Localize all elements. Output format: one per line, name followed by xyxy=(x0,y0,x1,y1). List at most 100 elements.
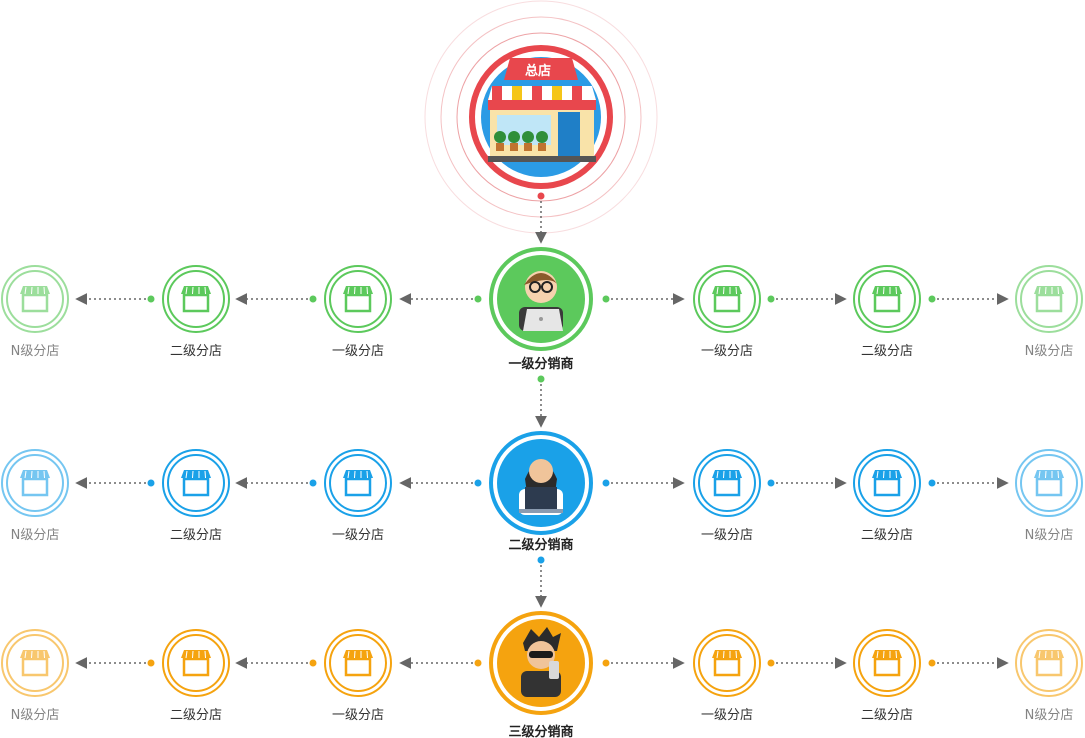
level-1-right-shop-node-3[interactable]: N级分店 xyxy=(1015,265,1083,359)
level-3-left-shop-node-3[interactable]: N级分店 xyxy=(1,629,69,723)
shop-icon xyxy=(712,286,742,313)
level-3-row: 三级分销商 一级分店 二级分店 N级分店 一级分店 二级分店 N级分店 xyxy=(1,611,1083,738)
shop-icon xyxy=(343,650,373,677)
level-2-left-shop-node-3[interactable]: N级分店 xyxy=(1,449,69,543)
storefront-icon xyxy=(488,86,596,162)
shop-label: 一级分店 xyxy=(701,344,753,359)
connector-arrow xyxy=(399,477,482,489)
hq-label: 总店 xyxy=(525,63,551,79)
shop-icon xyxy=(20,286,50,313)
connector-level-2-next xyxy=(535,556,547,608)
shop-label: 一级分店 xyxy=(332,708,384,723)
shop-icon xyxy=(343,470,373,497)
shop-icon xyxy=(1034,650,1064,677)
connector-arrow xyxy=(75,293,155,305)
connector-arrow xyxy=(75,657,155,669)
connector-arrow xyxy=(767,477,847,489)
level-3-right-shop-node-3[interactable]: N级分店 xyxy=(1015,629,1083,723)
shop-icon xyxy=(1034,470,1064,497)
connector-arrow xyxy=(928,293,1009,305)
woman-with-laptop-icon xyxy=(519,459,563,515)
shop-label: 一级分店 xyxy=(701,528,753,543)
shop-icon xyxy=(712,470,742,497)
shop-icon xyxy=(20,650,50,677)
level-2-right-branch: 一级分店 二级分店 N级分店 xyxy=(602,449,1083,543)
shop-label: N级分店 xyxy=(11,528,60,543)
connector-hq-level-1 xyxy=(535,192,547,244)
level-3-right-branch: 一级分店 二级分店 N级分店 xyxy=(602,629,1083,723)
connector-arrow xyxy=(928,477,1009,489)
level-3-left-shop-node-2[interactable]: 二级分店 xyxy=(162,629,230,723)
level-2-right-shop-node-1[interactable]: 一级分店 xyxy=(693,449,761,543)
shop-label: 一级分店 xyxy=(332,528,384,543)
level-2-distributor-node[interactable]: 二级分销商 xyxy=(489,431,593,553)
connector-arrow xyxy=(235,657,317,669)
connector-arrow xyxy=(235,293,317,305)
connector-arrow xyxy=(928,657,1009,669)
level-3-left-branch: 一级分店 二级分店 N级分店 xyxy=(1,629,482,723)
shop-label: 二级分店 xyxy=(170,528,222,543)
shop-label: 二级分店 xyxy=(861,528,913,543)
shop-icon xyxy=(712,650,742,677)
level-1-left-shop-node-1[interactable]: 一级分店 xyxy=(324,265,392,359)
shop-icon xyxy=(872,286,902,313)
connector-arrow xyxy=(75,477,155,489)
shop-icon xyxy=(20,470,50,497)
shop-icon xyxy=(181,470,211,497)
connector-arrow xyxy=(767,293,847,305)
shop-label: 二级分店 xyxy=(861,708,913,723)
level-2-distributor-label: 二级分销商 xyxy=(508,537,573,553)
shop-label: N级分店 xyxy=(11,708,60,723)
shop-label: 一级分店 xyxy=(701,708,753,723)
level-2-left-shop-node-1[interactable]: 一级分店 xyxy=(324,449,392,543)
man-with-sunglasses-phone-icon xyxy=(521,627,561,697)
level-1-right-branch: 一级分店 二级分店 N级分店 xyxy=(602,265,1083,359)
level-1-distributor-node[interactable]: 一级分销商 xyxy=(489,247,593,372)
level-1-left-shop-node-3[interactable]: N级分店 xyxy=(1,265,69,359)
connector-arrow xyxy=(399,293,482,305)
hq-node[interactable]: 总店 xyxy=(469,45,613,189)
level-1-right-shop-node-2[interactable]: 二级分店 xyxy=(853,265,921,359)
level-2-left-branch: 一级分店 二级分店 N级分店 xyxy=(1,449,482,543)
level-3-right-shop-node-1[interactable]: 一级分店 xyxy=(693,629,761,723)
connector-arrow xyxy=(235,477,317,489)
level-1-row: 一级分销商 一级分店 二级分店 N级分店 一级分店 二级分店 N级分店 xyxy=(1,247,1083,428)
shop-icon xyxy=(872,470,902,497)
level-1-distributor-label: 一级分销商 xyxy=(508,356,573,372)
level-2-left-shop-node-2[interactable]: 二级分店 xyxy=(162,449,230,543)
shop-label: N级分店 xyxy=(1025,708,1074,723)
shop-label: 二级分店 xyxy=(861,344,913,359)
shop-label: N级分店 xyxy=(11,344,60,359)
level-1-left-shop-node-2[interactable]: 二级分店 xyxy=(162,265,230,359)
shop-icon xyxy=(1034,286,1064,313)
connector-arrow xyxy=(399,657,482,669)
level-2-right-shop-node-2[interactable]: 二级分店 xyxy=(853,449,921,543)
connector-arrow xyxy=(767,657,847,669)
man-with-glasses-laptop-icon xyxy=(519,271,563,331)
shop-label: N级分店 xyxy=(1025,528,1074,543)
connector-level-1-next xyxy=(535,375,547,428)
level-3-right-shop-node-2[interactable]: 二级分店 xyxy=(853,629,921,723)
shop-icon xyxy=(181,286,211,313)
connector-arrow xyxy=(602,477,685,489)
hq-sign: 总店 xyxy=(504,58,578,80)
shop-icon xyxy=(872,650,902,677)
level-3-distributor-node[interactable]: 三级分销商 xyxy=(489,611,593,738)
connector-arrow xyxy=(602,293,685,305)
level-2-row: 二级分销商 一级分店 二级分店 N级分店 一级分店 二级分店 N级分店 xyxy=(1,431,1083,608)
shop-icon xyxy=(343,286,373,313)
level-1-right-shop-node-1[interactable]: 一级分店 xyxy=(693,265,761,359)
level-3-left-shop-node-1[interactable]: 一级分店 xyxy=(324,629,392,723)
level-1-left-branch: 一级分店 二级分店 N级分店 xyxy=(1,265,482,359)
level-3-distributor-label: 三级分销商 xyxy=(508,724,573,738)
shop-icon xyxy=(181,650,211,677)
shop-label: 二级分店 xyxy=(170,708,222,723)
connector-arrow xyxy=(602,657,685,669)
shop-label: N级分店 xyxy=(1025,344,1074,359)
shop-label: 二级分店 xyxy=(170,344,222,359)
level-2-right-shop-node-3[interactable]: N级分店 xyxy=(1015,449,1083,543)
shop-label: 一级分店 xyxy=(332,344,384,359)
